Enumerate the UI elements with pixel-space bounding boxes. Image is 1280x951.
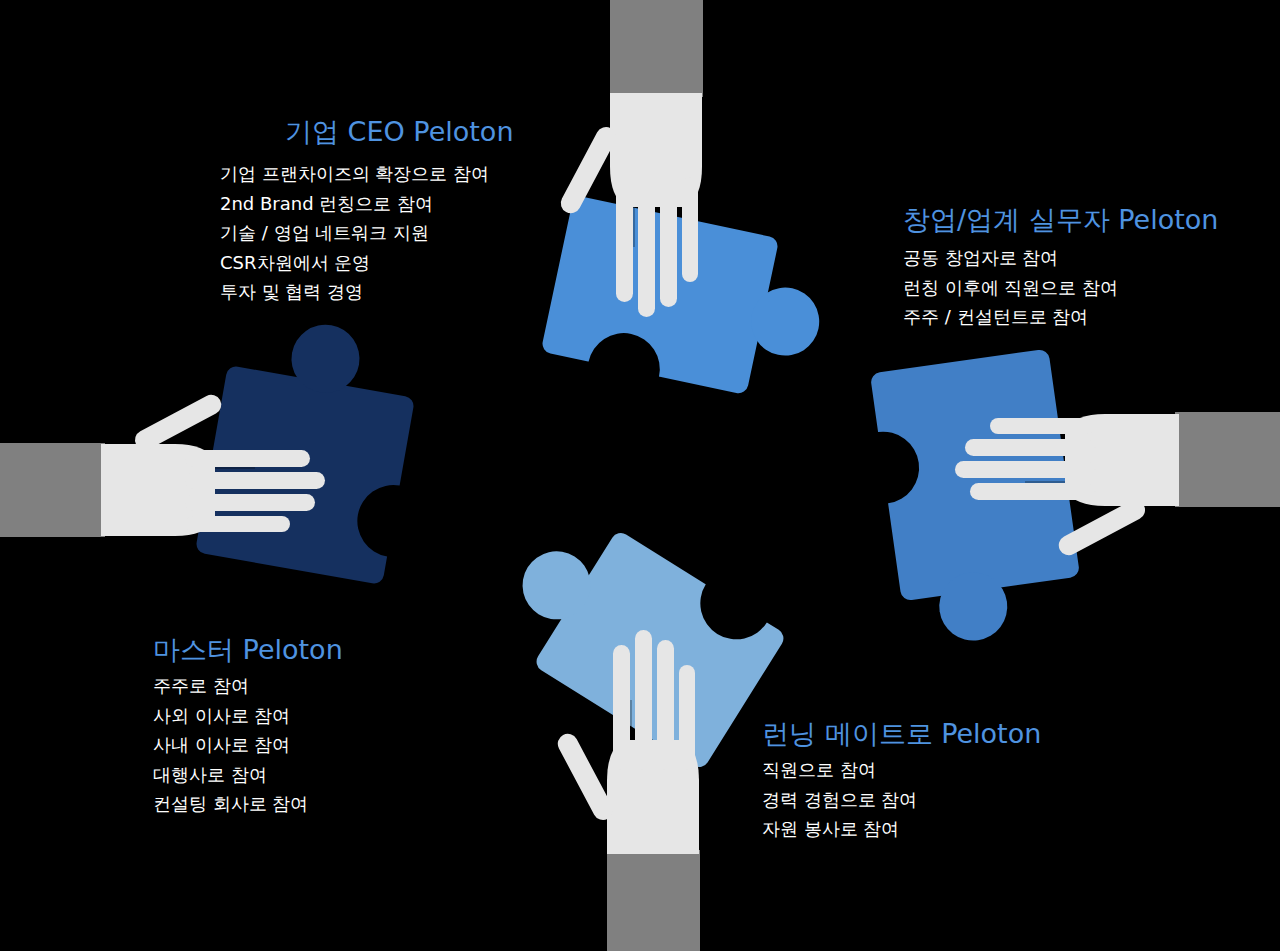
role-line: 기업 프랜차이즈의 확장으로 참여 <box>220 162 489 186</box>
role-line: 직원으로 참여 <box>762 758 876 782</box>
role-line: 공동 창업자로 참여 <box>903 246 1058 270</box>
sleeve <box>0 443 105 537</box>
group-heading: 기업 CEO Peloton <box>285 116 514 148</box>
role-line: 컨설팅 회사로 참여 <box>153 792 308 816</box>
role-line: 경력 경험으로 참여 <box>762 788 917 812</box>
puzzle-piece-right <box>834 349 1087 655</box>
hand <box>955 414 1179 559</box>
role-line: CSR차원에서 운영 <box>220 251 370 275</box>
group-heading: 마스터 Peloton <box>153 634 343 666</box>
hand <box>101 391 325 536</box>
role-line: 투자 및 협력 경영 <box>220 280 363 304</box>
role-line: 2nd Brand 런칭으로 참여 <box>220 192 433 216</box>
role-line: 기술 / 영업 네트워크 지원 <box>220 221 429 245</box>
role-line: 주주 / 컨설턴트로 참여 <box>903 305 1088 329</box>
role-line: 런칭 이후에 직원으로 참여 <box>903 276 1118 300</box>
role-line: 주주로 참여 <box>153 674 249 698</box>
sleeve <box>607 850 700 951</box>
hand <box>557 93 702 317</box>
sleeve <box>610 0 703 97</box>
role-line: 사외 이사로 참여 <box>153 704 290 728</box>
group-heading: 런닝 메이트로 Peloton <box>762 718 1041 750</box>
hand <box>554 630 699 854</box>
sleeve <box>1175 412 1280 507</box>
role-line: 자원 봉사로 참여 <box>762 817 899 841</box>
role-line: 사내 이사로 참여 <box>153 733 290 757</box>
group-heading: 창업/업계 실무자 Peloton <box>903 204 1218 236</box>
role-line: 대행사로 참여 <box>153 763 267 787</box>
